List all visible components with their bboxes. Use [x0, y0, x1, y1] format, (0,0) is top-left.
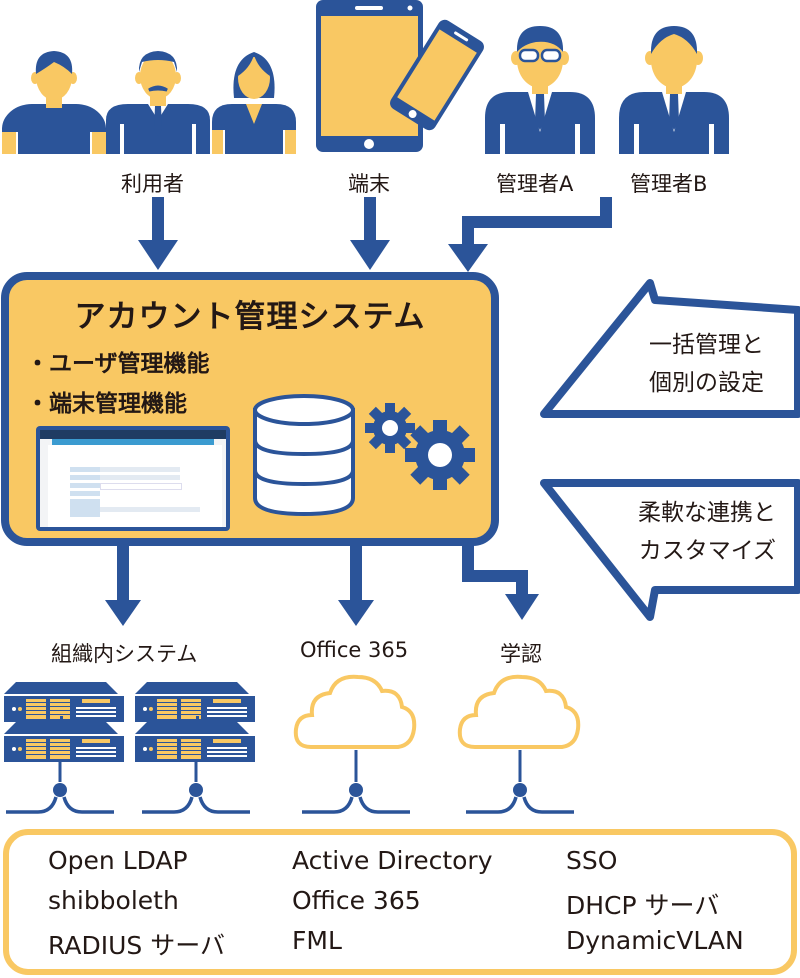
- screenshot-nav-tabs: [52, 439, 214, 445]
- admin-a-label: 管理者A: [496, 172, 574, 196]
- system-title: アカウント管理システム: [74, 299, 426, 335]
- admin-b-icon: [619, 26, 729, 154]
- user-woman-icon: [212, 52, 296, 154]
- admin-a-icon: [485, 26, 595, 154]
- screenshot-header: [40, 430, 226, 439]
- integration-fml: FML: [292, 926, 342, 955]
- callout-text-bulk-management: 一括管理と 個別の設定: [610, 326, 764, 402]
- integration-dhcp: DHCP サーバ: [566, 891, 720, 920]
- screenshot-form: [48, 445, 222, 527]
- integration-dynamic-vlan: DynamicVLAN: [566, 926, 744, 955]
- network-node-icon: [302, 750, 410, 814]
- cloud-office-icon: [293, 674, 417, 749]
- user-mustache-icon: [106, 51, 210, 154]
- server-unit-icon: [135, 722, 255, 762]
- callout-2-line-2: カスタマイズ: [638, 538, 776, 564]
- integration-shibboleth: shibboleth: [48, 886, 179, 915]
- server-unit-icon: [4, 682, 124, 722]
- smartphone-icon: [390, 19, 484, 131]
- arrow-admins-to-system: [448, 197, 612, 272]
- callout-text-flexible-integration: 柔軟な連携と カスタマイズ: [600, 494, 776, 570]
- integration-sso: SSO: [566, 846, 618, 875]
- internal-systems-label: 組織内システム: [51, 642, 198, 666]
- feature-device-management: ・端末管理機能: [26, 391, 187, 417]
- integration-office-365: Office 365: [292, 886, 421, 915]
- arrow-system-to-office: [338, 545, 374, 626]
- devices-label: 端末: [348, 172, 390, 196]
- office-365-label: Office 365: [300, 638, 409, 662]
- server-unit-icon: [4, 722, 124, 762]
- network-nodes: [6, 750, 574, 814]
- user-casual-icon: [2, 51, 106, 154]
- network-node-icon: [6, 762, 114, 814]
- server-rack-icon: [4, 682, 255, 762]
- integrations-box: [3, 829, 797, 975]
- arrow-users-to-system: [138, 197, 178, 270]
- arrow-system-to-gakunin: [462, 545, 539, 620]
- admin-b-label: 管理者B: [630, 172, 708, 196]
- database-icon: [253, 394, 355, 517]
- admin-screenshot: [36, 426, 230, 531]
- integration-active-directory: Active Directory: [292, 846, 493, 875]
- arrow-devices-to-system: [350, 197, 390, 270]
- callout-1-line-2: 個別の設定: [649, 370, 764, 396]
- tablet-icon: [316, 0, 423, 152]
- gears-icon: [365, 403, 475, 490]
- callout-arrow-bulk-management: [540, 279, 800, 418]
- network-node-icon: [466, 750, 574, 814]
- arrow-system-to-internal: [105, 545, 141, 626]
- callout-1-line-1: 一括管理と: [649, 332, 764, 358]
- network-node-icon: [142, 762, 250, 814]
- gakunin-label: 学認: [500, 642, 542, 666]
- users-label: 利用者: [121, 172, 184, 196]
- integration-open-ldap: Open LDAP: [48, 846, 188, 875]
- callout-arrow-flexible-integration: [540, 479, 800, 621]
- integration-radius: RADIUS サーバ: [48, 931, 225, 960]
- callout-2-line-1: 柔軟な連携と: [638, 500, 776, 526]
- server-unit-icon: [135, 682, 255, 722]
- cloud-gakunin-icon: [457, 674, 581, 749]
- feature-user-management: ・ユーザ管理機能: [26, 351, 210, 377]
